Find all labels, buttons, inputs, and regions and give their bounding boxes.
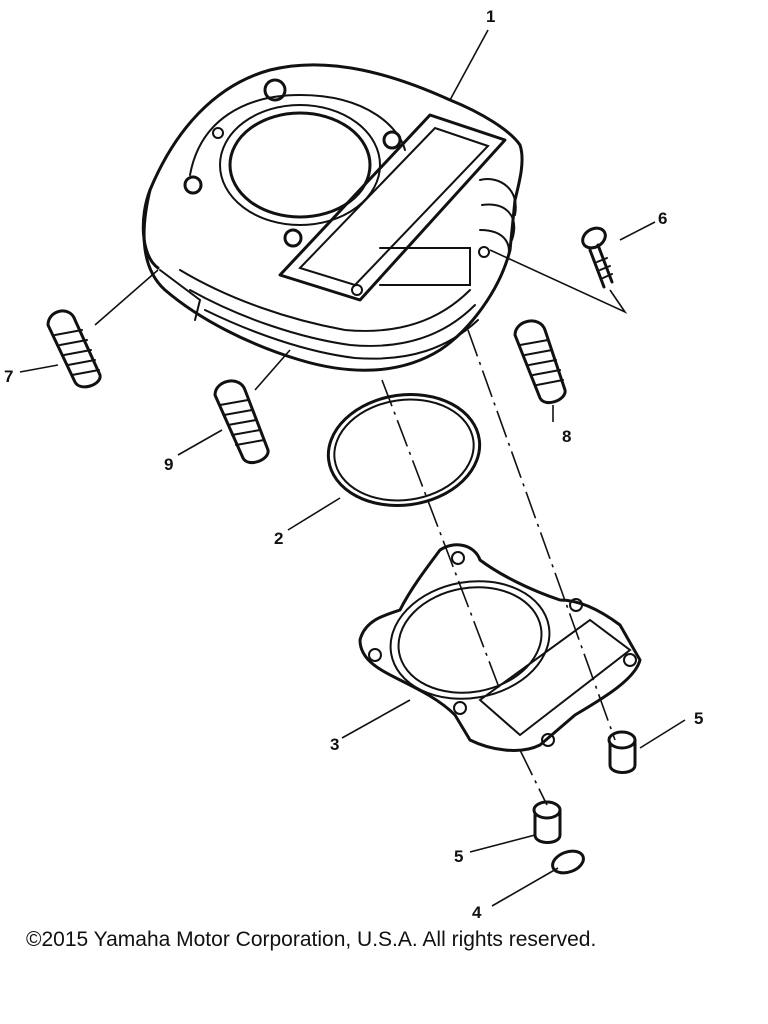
dowel-pin-bottom (532, 800, 562, 844)
damper-spring-7 (46, 309, 102, 389)
copyright-notice: ©2015 Yamaha Motor Corporation, U.S.A. A… (26, 928, 597, 951)
o-ring (326, 393, 482, 507)
callout-6: 6 (658, 209, 667, 228)
callout-4: 4 (472, 903, 482, 922)
callout-9: 9 (164, 455, 173, 474)
small-o-ring (551, 849, 585, 875)
damper-spring-8 (513, 319, 567, 404)
callout-5-right: 5 (694, 709, 703, 728)
callout-3: 3 (330, 735, 339, 754)
callout-8: 8 (562, 427, 571, 446)
callout-2: 2 (274, 529, 283, 548)
leader-lines (19, 29, 686, 907)
damper-spring-9 (213, 379, 270, 464)
callout-7: 7 (4, 367, 13, 386)
cylinder-base-gasket (358, 543, 642, 752)
callout-1: 1 (486, 7, 495, 26)
dowel-pin-right (607, 730, 637, 774)
bolt (581, 226, 614, 289)
callout-5-bottom: 5 (454, 847, 463, 866)
cylinder-illustration (141, 63, 524, 372)
